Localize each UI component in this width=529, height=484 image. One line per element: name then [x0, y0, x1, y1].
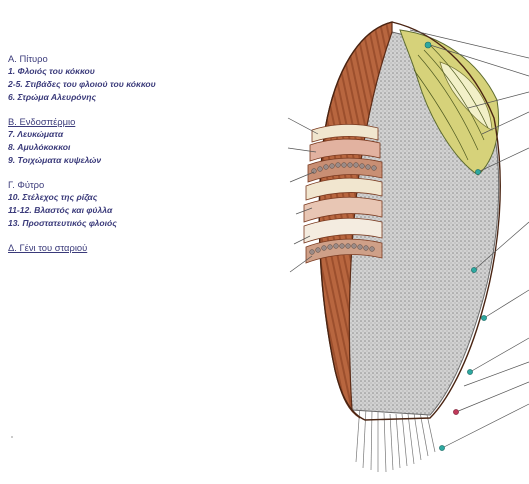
marker-dot-red [453, 409, 458, 414]
stray-mark [11, 436, 13, 438]
